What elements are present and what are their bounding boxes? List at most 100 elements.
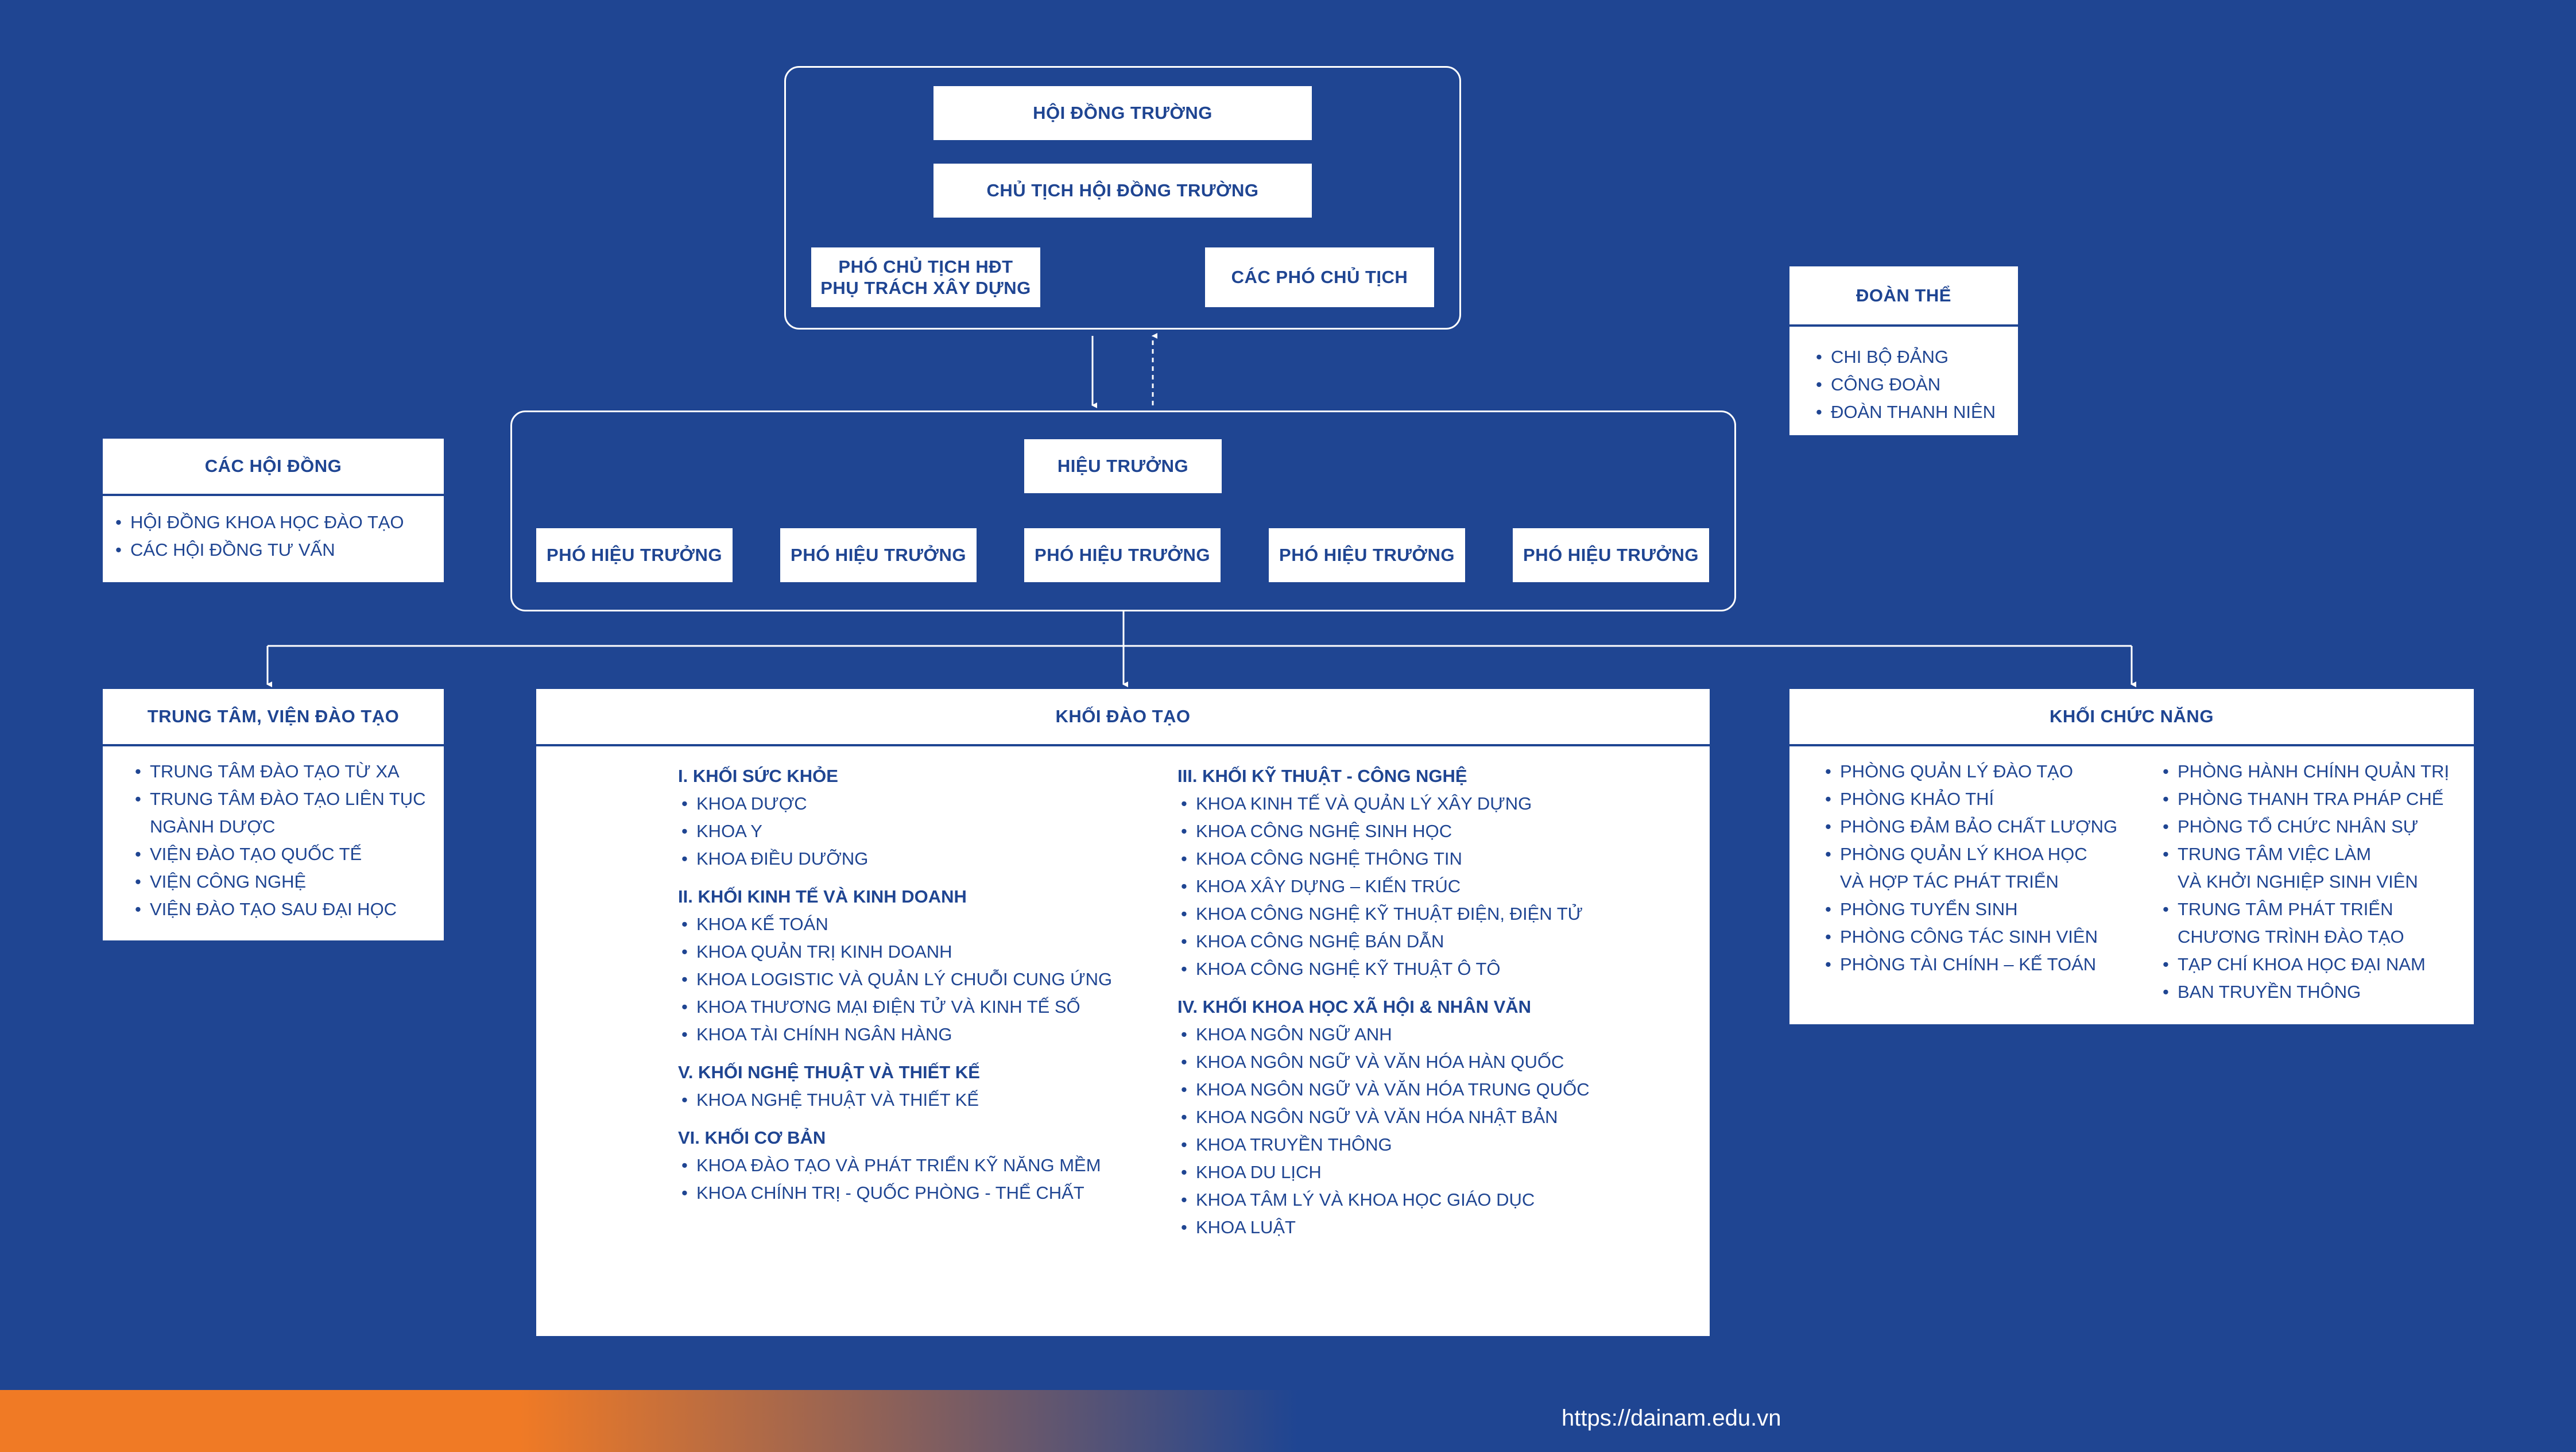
- website-link[interactable]: https://dainam.edu.vn: [1562, 1405, 1781, 1431]
- training-group: I. KHỐI SỨC KHỎE KHOA DƯỢC KHOA Y KHOA Đ…: [678, 762, 1112, 873]
- vice-rector-label: PHÓ HIỆU TRƯỞNG: [1523, 545, 1699, 566]
- functional-card: KHỐI CHỨC NĂNG PHÒNG QUẢN LÝ ĐÀO TẠO PHÒ…: [1789, 689, 2474, 1024]
- training-card: KHỐI ĐÀO TẠO I. KHỐI SỨC KHỎE KHOA DƯỢC …: [536, 689, 1710, 1336]
- list-item-line: TRUNG TÂM VIỆC LÀM: [2178, 844, 2372, 864]
- list-item: ĐOÀN THANH NIÊN: [1816, 398, 1996, 426]
- board-group: [784, 66, 1461, 330]
- footer-accent-bar: [0, 1390, 1297, 1452]
- list-item: TẠP CHÍ KHOA HỌC ĐẠI NAM: [2163, 951, 2449, 978]
- list-item: CHI BỘ ĐẢNG: [1816, 343, 1996, 371]
- list-item: KHOA CÔNG NGHỆ KỸ THUẬT Ô TÔ: [1181, 955, 1590, 983]
- training-group-list: KHOA NGHỆ THUẬT VÀ THIẾT KẾ: [681, 1086, 1112, 1114]
- list-item: KHOA KẾ TOÁN: [681, 911, 1112, 938]
- list-item: KHOA CÔNG NGHỆ THÔNG TIN: [1181, 845, 1590, 873]
- vice-chairs-box: CÁC PHÓ CHỦ TỊCH: [1205, 247, 1434, 307]
- list-item: KHOA NGÔN NGỮ VÀ VĂN HÓA NHẬT BẢN: [1181, 1103, 1590, 1131]
- list-item-line: TRUNG TÂM PHÁT TRIỂN: [2178, 899, 2393, 919]
- training-group-title: V. KHỐI NGHỆ THUẬT VÀ THIẾT KẾ: [678, 1062, 980, 1082]
- list-item: PHÒNG ĐẢM BẢO CHẤT LƯỢNG: [1825, 813, 2117, 841]
- vice-rector-label: PHÓ HIỆU TRƯỞNG: [547, 545, 722, 566]
- list-item: KHOA TÀI CHÍNH NGÂN HÀNG: [681, 1021, 1112, 1048]
- school-council-box: HỘI ĐỒNG TRƯỜNG: [933, 86, 1312, 140]
- vice-rector-label: PHÓ HIỆU TRƯỞNG: [791, 545, 966, 566]
- list-item: PHÒNG CÔNG TÁC SINH VIÊN: [1825, 923, 2117, 951]
- rector-group: [510, 411, 1736, 611]
- list-item: CÔNG ĐOÀN: [1816, 371, 1996, 398]
- vice-rector-box: PHÓ HIỆU TRƯỞNG: [1269, 528, 1465, 582]
- list-item: TRUNG TÂM ĐÀO TẠO LIÊN TỤC NGÀNH DƯỢC: [135, 785, 426, 841]
- list-item: KHOA Y: [681, 818, 1112, 845]
- list-item: KHOA ĐIỀU DƯỠNG: [681, 845, 1112, 873]
- unions-title-divider: [1789, 324, 2018, 327]
- functional-right-list: PHÒNG HÀNH CHÍNH QUẢN TRỊ PHÒNG THANH TR…: [2163, 758, 2449, 1006]
- list-item: BAN TRUYỀN THÔNG: [2163, 978, 2449, 1006]
- training-left-column: I. KHỐI SỨC KHỎE KHOA DƯỢC KHOA Y KHOA Đ…: [678, 762, 1112, 1217]
- training-group-title: VI. KHỐI CƠ BẢN: [678, 1128, 826, 1148]
- centers-card: TRUNG TÂM, VIỆN ĐÀO TẠO TRUNG TÂM ĐÀO TẠ…: [103, 689, 444, 940]
- centers-list: TRUNG TÂM ĐÀO TẠO TỪ XA TRUNG TÂM ĐÀO TẠ…: [135, 758, 426, 923]
- training-title-divider: [536, 744, 1710, 746]
- list-item: CÁC HỘI ĐỒNG TƯ VẤN: [115, 536, 404, 564]
- list-item-line: PHÒNG QUẢN LÝ KHOA HỌC: [1840, 844, 2087, 864]
- vice-chair-construction-line1: PHÓ CHỦ TỊCH HĐT: [838, 256, 1013, 277]
- training-group-title: IV. KHỐI KHOA HỌC XÃ HỘI & NHÂN VĂN: [1177, 997, 1532, 1017]
- vice-chair-construction-line2: PHỤ TRÁCH XÂY DỰNG: [820, 278, 1031, 298]
- training-group-title: II. KHỐI KINH TẾ VÀ KINH DOANH: [678, 886, 967, 907]
- council-chair-label: CHỦ TỊCH HỘI ĐỒNG TRƯỜNG: [986, 180, 1259, 201]
- training-group-list: KHOA ĐÀO TẠO VÀ PHÁT TRIỂN KỸ NĂNG MỀM K…: [681, 1152, 1112, 1207]
- list-item: TRUNG TÂM ĐÀO TẠO TỪ XA: [135, 758, 426, 785]
- list-item: KHOA ĐÀO TẠO VÀ PHÁT TRIỂN KỸ NĂNG MỀM: [681, 1152, 1112, 1179]
- list-item: KHOA NGÔN NGỮ VÀ VĂN HÓA TRUNG QUỐC: [1181, 1076, 1590, 1103]
- list-item: KHOA LUẬT: [1181, 1214, 1590, 1241]
- list-item: PHÒNG KHẢO THÍ: [1825, 785, 2117, 813]
- school-council-label: HỘI ĐỒNG TRƯỜNG: [1033, 103, 1213, 123]
- list-item-line: TRUNG TÂM ĐÀO TẠO LIÊN TỤC: [150, 789, 426, 809]
- list-item: PHÒNG THANH TRA PHÁP CHẾ: [2163, 785, 2449, 813]
- list-item-line: VÀ KHỞI NGHIỆP SINH VIÊN: [2178, 872, 2418, 892]
- councils-list: HỘI ĐỒNG KHOA HỌC ĐÀO TẠO CÁC HỘI ĐỒNG T…: [115, 509, 404, 564]
- list-item: TRUNG TÂM PHÁT TRIỂN CHƯƠNG TRÌNH ĐÀO TẠ…: [2163, 896, 2449, 951]
- training-group: III. KHỐI KỸ THUẬT - CÔNG NGHỆ KHOA KINH…: [1177, 762, 1590, 983]
- list-item: KHOA DU LỊCH: [1181, 1159, 1590, 1186]
- list-item: VIỆN CÔNG NGHỆ: [135, 868, 426, 896]
- list-item: KHOA LOGISTIC VÀ QUẢN LÝ CHUỖI CUNG ỨNG: [681, 966, 1112, 993]
- list-item: KHOA NGHỆ THUẬT VÀ THIẾT KẾ: [681, 1086, 1112, 1114]
- rector-box: HIỆU TRƯỞNG: [1024, 439, 1222, 493]
- vice-rector-box: PHÓ HIỆU TRƯỞNG: [780, 528, 977, 582]
- functional-title: KHỐI CHỨC NĂNG: [2050, 706, 2214, 726]
- training-group: V. KHỐI NGHỆ THUẬT VÀ THIẾT KẾ KHOA NGHỆ…: [678, 1059, 1112, 1114]
- functional-left-list: PHÒNG QUẢN LÝ ĐÀO TẠO PHÒNG KHẢO THÍ PHÒ…: [1825, 758, 2117, 978]
- centers-title: TRUNG TÂM, VIỆN ĐÀO TẠO: [147, 706, 400, 726]
- list-item: KHOA CÔNG NGHỆ SINH HỌC: [1181, 818, 1590, 845]
- training-group-list: KHOA NGÔN NGỮ ANH KHOA NGÔN NGỮ VÀ VĂN H…: [1181, 1021, 1590, 1241]
- list-item: PHÒNG TUYỂN SINH: [1825, 896, 2117, 923]
- list-item: KHOA TRUYỀN THÔNG: [1181, 1131, 1590, 1159]
- list-item: PHÒNG QUẢN LÝ KHOA HỌC VÀ HỢP TÁC PHÁT T…: [1825, 841, 2117, 896]
- list-item: KHOA NGÔN NGỮ ANH: [1181, 1021, 1590, 1048]
- list-item: KHOA CHÍNH TRỊ - QUỐC PHÒNG - THỂ CHẤT: [681, 1179, 1112, 1207]
- training-group-list: KHOA KINH TẾ VÀ QUẢN LÝ XÂY DỰNG KHOA CÔ…: [1181, 790, 1590, 983]
- councils-card: CÁC HỘI ĐỒNG HỘI ĐỒNG KHOA HỌC ĐÀO TẠO C…: [103, 439, 444, 582]
- list-item: KHOA XÂY DỰNG – KIẾN TRÚC: [1181, 873, 1590, 900]
- councils-title: CÁC HỘI ĐỒNG: [204, 456, 342, 476]
- list-item: VIỆN ĐÀO TẠO SAU ĐẠI HỌC: [135, 896, 426, 923]
- training-group: II. KHỐI KINH TẾ VÀ KINH DOANH KHOA KẾ T…: [678, 883, 1112, 1048]
- vice-rector-box: PHÓ HIỆU TRƯỞNG: [1513, 528, 1709, 582]
- list-item: KHOA DƯỢC: [681, 790, 1112, 818]
- vice-rector-box: PHÓ HIỆU TRƯỞNG: [1024, 528, 1221, 582]
- list-item-line: CHƯƠNG TRÌNH ĐÀO TẠO: [2178, 927, 2404, 947]
- list-item: TRUNG TÂM VIỆC LÀM VÀ KHỞI NGHIỆP SINH V…: [2163, 841, 2449, 896]
- rector-label: HIỆU TRƯỞNG: [1057, 456, 1189, 477]
- list-item: VIỆN ĐÀO TẠO QUỐC TẾ: [135, 841, 426, 868]
- list-item-line: NGÀNH DƯỢC: [150, 816, 276, 837]
- centers-title-divider: [103, 744, 444, 746]
- list-item: KHOA KINH TẾ VÀ QUẢN LÝ XÂY DỰNG: [1181, 790, 1590, 818]
- vice-rector-label: PHÓ HIỆU TRƯỞNG: [1035, 545, 1210, 566]
- list-item: KHOA QUẢN TRỊ KINH DOANH: [681, 938, 1112, 966]
- unions-list: CHI BỘ ĐẢNG CÔNG ĐOÀN ĐOÀN THANH NIÊN: [1816, 343, 1996, 426]
- vice-chair-construction-box: PHÓ CHỦ TỊCH HĐT PHỤ TRÁCH XÂY DỰNG: [811, 247, 1040, 307]
- functional-title-divider: [1789, 744, 2474, 746]
- list-item: PHÒNG QUẢN LÝ ĐÀO TẠO: [1825, 758, 2117, 785]
- list-item: KHOA THƯƠNG MẠI ĐIỆN TỬ VÀ KINH TẾ SỐ: [681, 993, 1112, 1021]
- vice-rector-box: PHÓ HIỆU TRƯỞNG: [536, 528, 733, 582]
